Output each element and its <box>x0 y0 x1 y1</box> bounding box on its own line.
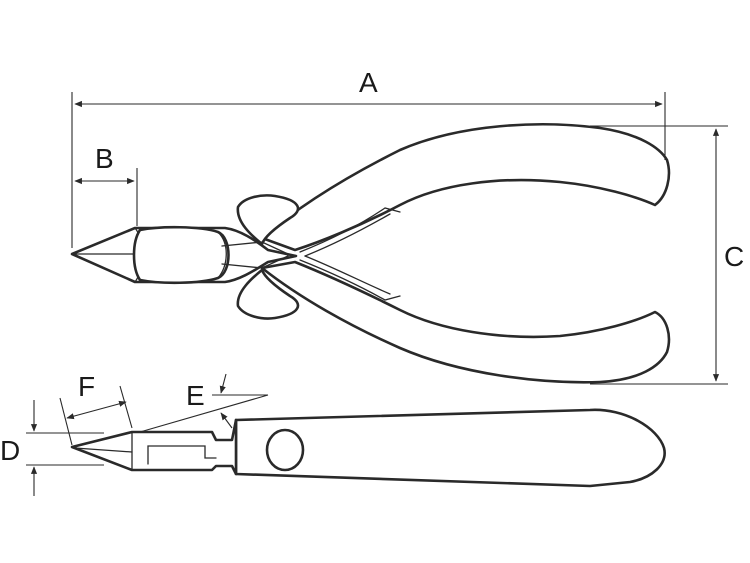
dim-f-line <box>66 400 127 420</box>
upper-grip-cap <box>236 194 300 246</box>
lower-spring-inner <box>304 255 391 295</box>
pivot-link-upper <box>221 241 289 255</box>
side-handle <box>234 408 666 488</box>
dim-a-label: A <box>359 67 378 98</box>
dimension-c: C <box>590 125 744 385</box>
lower-spring <box>299 259 401 301</box>
dim-f-label: F <box>78 371 95 402</box>
lower-grip-cap <box>236 268 300 320</box>
dim-e-line-bottom <box>139 394 269 433</box>
side-head <box>70 418 238 476</box>
dimension-b: B <box>74 143 138 226</box>
dimension-d: D <box>0 400 104 496</box>
dimension-a: A <box>71 67 666 248</box>
dim-f-ext-left <box>59 397 73 446</box>
dim-d-label: D <box>0 435 20 466</box>
pivot-link-lower <box>221 255 289 269</box>
pliers-top-view <box>70 123 671 384</box>
lower-handle <box>260 260 671 384</box>
pliers-side-view <box>70 408 666 488</box>
dim-c-label: C <box>724 241 744 272</box>
upper-spring <box>299 207 401 253</box>
dim-b-label: B <box>95 143 114 174</box>
upper-handle <box>260 123 671 252</box>
upper-spring-inner <box>304 213 391 257</box>
dimension-f: F <box>59 371 133 446</box>
side-handle-hole <box>265 428 305 472</box>
dim-e-arrow-bottom <box>220 412 233 429</box>
side-head-step <box>147 445 217 465</box>
joint-plate <box>132 225 230 285</box>
side-tip-line <box>74 447 133 453</box>
dim-e-label: E <box>186 380 205 411</box>
joint-front-arc <box>217 231 227 279</box>
dim-f-ext-right <box>119 385 133 429</box>
dim-e-arrow-top <box>219 373 227 394</box>
dimension-e: E <box>139 373 269 433</box>
